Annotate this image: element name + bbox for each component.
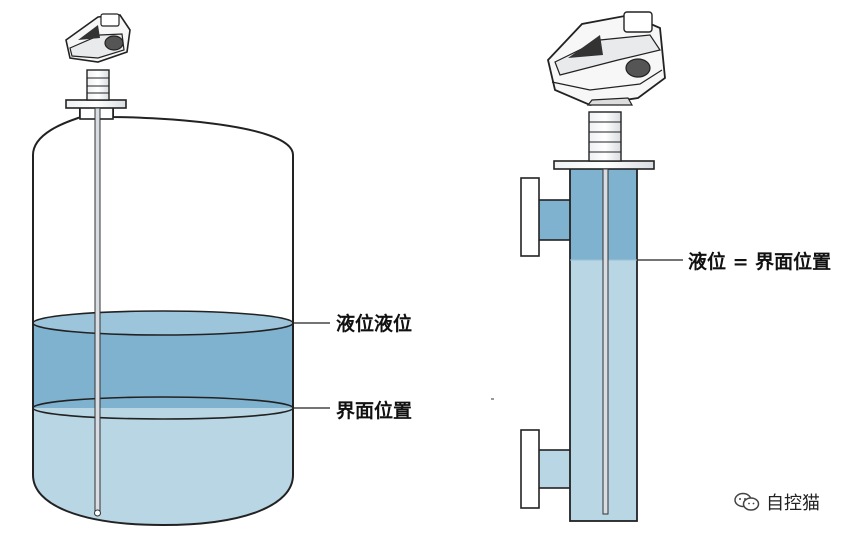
chamber-upper-nozzle: [537, 199, 573, 241]
watermark-text: 自控猫: [766, 493, 820, 514]
chamber-lower-nozzle: [537, 449, 573, 489]
chamber-top-flange: [553, 160, 655, 170]
bypass-chamber: [520, 11, 666, 522]
tank-liquid-level-label: 液位液位: [336, 313, 413, 335]
tank-transmitter-head: [65, 13, 131, 63]
tank-interface-level-label: 界面位置: [336, 400, 413, 422]
chamber-probe-rod: [602, 168, 609, 515]
chamber-upper-flange: [520, 177, 540, 257]
storage-tank: [32, 13, 294, 527]
tank-lower-liquid: [33, 408, 293, 525]
chamber-lower-flange: [520, 429, 540, 509]
stray-mark: [491, 398, 494, 400]
tank-upper-liquid: [33, 323, 293, 408]
tank-flange: [65, 99, 127, 109]
chamber-level-label: 液位 = 界面位置: [688, 251, 832, 273]
tank-transmitter-neck: [86, 69, 110, 101]
tank-probe-tip: [94, 509, 101, 517]
watermark: 自控猫: [734, 489, 820, 515]
chamber-transmitter-head: [547, 11, 666, 106]
tank-probe-rod: [94, 107, 101, 514]
wechat-icon: [734, 492, 760, 512]
tank-liquid-surface: [32, 310, 294, 336]
chamber-transmitter-neck: [588, 111, 622, 162]
